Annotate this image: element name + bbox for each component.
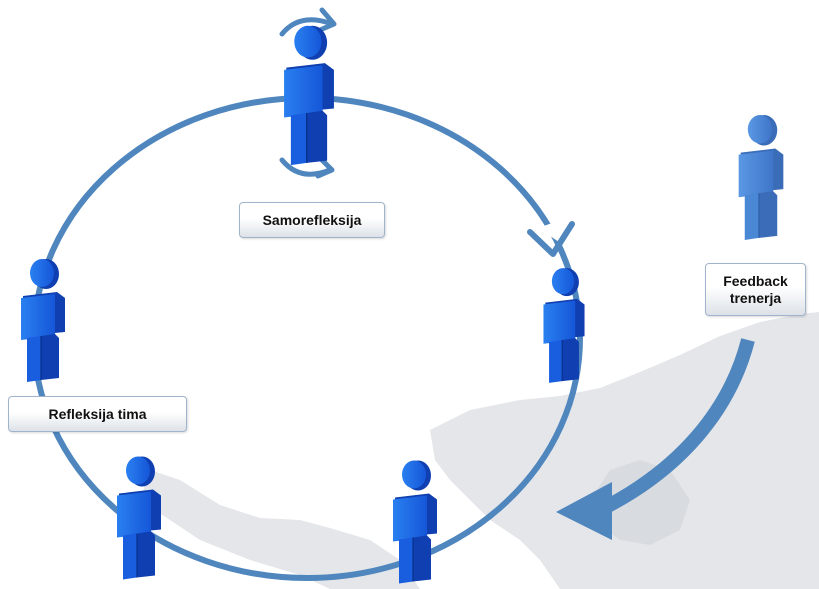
person-icon [392,459,438,585]
self-reflection-label: Samorefleksija [239,202,385,238]
rotate-arrow-icon [279,7,337,179]
person-icon [20,258,66,383]
world-map-icon [140,312,819,589]
person-icon [116,455,162,581]
team-reflection-label: Refleksija tima [8,396,187,432]
feedback-arrow-icon [556,338,755,540]
coach-feedback-label: Feedback trenerja [705,263,806,316]
person-icon [738,114,784,241]
person-icon [542,267,586,384]
circular-arrow-icon [31,95,583,581]
person-icon [283,25,335,166]
